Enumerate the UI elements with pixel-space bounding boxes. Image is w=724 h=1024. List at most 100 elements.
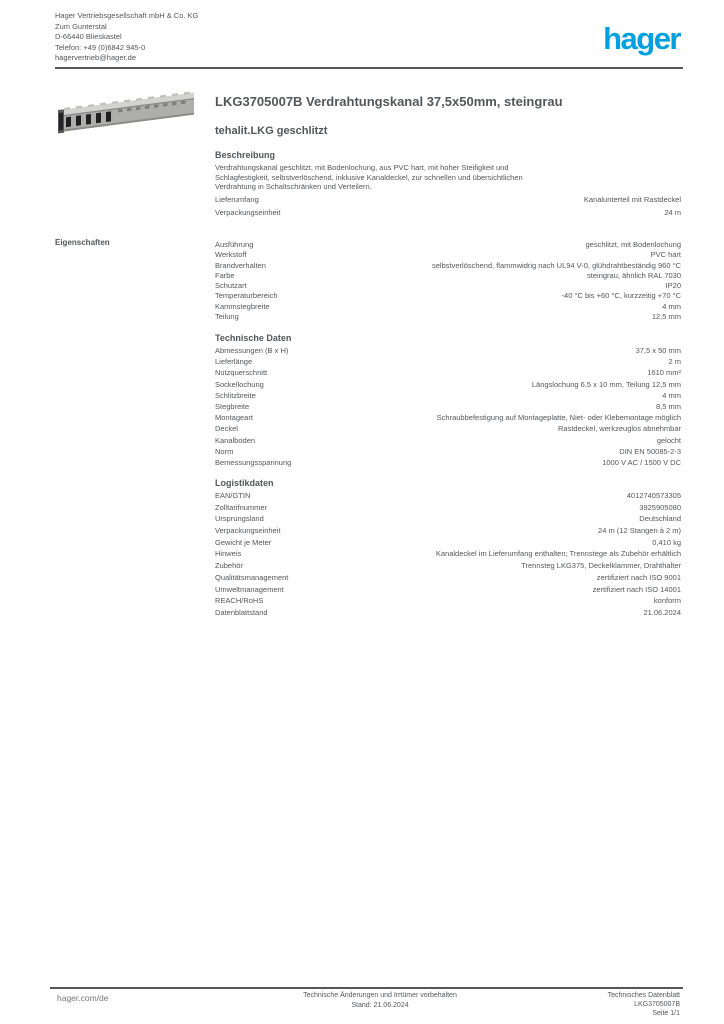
spec-row: Umweltmanagement zertifiziert nach ISO 1… bbox=[215, 585, 681, 597]
spec-value: gelocht bbox=[656, 435, 681, 445]
sidebar-category-label: Eigenschaften bbox=[55, 238, 110, 247]
spec-row: Teilung 12,5 mm bbox=[215, 312, 681, 322]
spec-row: Zubehör Trennsteg LKG375, Deckelklammer,… bbox=[215, 561, 681, 573]
footer-website-link[interactable]: hager.com/de bbox=[57, 993, 109, 1003]
spec-value: zertifiziert nach ISO 9001 bbox=[596, 572, 681, 582]
spec-value: 24 m bbox=[664, 207, 681, 217]
spec-row: EAN/GTIN 4012740573305 bbox=[215, 491, 681, 503]
footer-notes: Technische Änderungen und Irrtümer vorbe… bbox=[240, 991, 520, 1010]
spec-row: Norm DIN EN 50085-2-3 bbox=[215, 447, 681, 458]
spec-label: Kammstegbreite bbox=[215, 301, 270, 311]
spec-row: Qualitätsmanagement zertifiziert nach IS… bbox=[215, 573, 681, 585]
spec-row: Stegbreite 8,5 mm bbox=[215, 402, 681, 413]
spec-value: 4012740573305 bbox=[626, 491, 681, 500]
spec-value: 4 mm bbox=[662, 390, 681, 400]
spec-value: Trennsteg LKG375, Deckelklammer, Drahtha… bbox=[521, 561, 681, 571]
spec-label: Qualitätsmanagement bbox=[215, 572, 289, 582]
section-description: Beschreibung Verdrahtungskanal geschlitz… bbox=[215, 150, 681, 220]
section-heading: Logistikdaten bbox=[215, 478, 274, 488]
spec-label: Abmessungen (B x H) bbox=[215, 346, 289, 355]
spec-row: Kanalboden gelocht bbox=[215, 436, 681, 447]
spec-row: Kammstegbreite 4 mm bbox=[215, 302, 681, 312]
spec-label: Lieferumfang bbox=[215, 195, 259, 205]
spec-value: Rastdeckel, werkzeuglos abnehmbar bbox=[558, 424, 681, 434]
address-line: Zum Gunterstal bbox=[55, 21, 107, 31]
spec-rows: EAN/GTIN 4012740573305 Zolltarifnummer 3… bbox=[215, 491, 681, 620]
spec-value: geschlitzt, mit Bodenlochung bbox=[585, 240, 681, 249]
spec-value: zertifiziert nach ISO 14001 bbox=[592, 584, 681, 594]
spec-label: Datenblattstand bbox=[215, 607, 268, 617]
spec-label: Verpackungseinheit bbox=[215, 526, 281, 536]
product-series: tehalit.LKG geschlitzt bbox=[215, 125, 328, 137]
spec-label: Norm bbox=[215, 446, 234, 456]
spec-label: Ausführung bbox=[215, 240, 254, 249]
spec-label: Sockellochung bbox=[215, 379, 264, 389]
spec-value: DIN EN 50085-2-3 bbox=[619, 446, 681, 456]
section-logistics-data: Logistikdaten EAN/GTIN 4012740573305 Zol… bbox=[215, 478, 681, 620]
paragraph-line: Schlagfestigkeit, selbstverlöschend, ink… bbox=[215, 172, 523, 182]
footer-note-line: Stand: 21.06.2024 bbox=[351, 1001, 409, 1009]
spec-value: 2 m bbox=[668, 357, 681, 367]
spec-label: Schutzart bbox=[215, 281, 247, 291]
section-heading: Technische Daten bbox=[215, 333, 292, 343]
address-line: D-66440 Blieskastel bbox=[55, 32, 122, 42]
product-title: LKG3705007B Verdrahtungskanal 37,5x50mm,… bbox=[215, 94, 563, 109]
spec-label: Schlitzbreite bbox=[215, 390, 256, 400]
footer-website: hager.com/de bbox=[57, 993, 109, 1003]
spec-label: Zolltarifnummer bbox=[215, 502, 268, 512]
spec-row: Abmessungen (B x H) 37,5 x 50 mm bbox=[215, 346, 681, 357]
spec-value: 3925905080 bbox=[639, 502, 681, 512]
spec-rows: Abmessungen (B x H) 37,5 x 50 mm Lieferl… bbox=[215, 346, 681, 469]
footer-note-line: Technische Änderungen und Irrtümer vorbe… bbox=[303, 992, 457, 999]
spec-label: Zubehör bbox=[215, 561, 243, 571]
spec-value: 1610 mm² bbox=[647, 368, 681, 378]
spec-value: Schraubbefestigung auf Montageplatte, Ni… bbox=[436, 413, 681, 423]
spec-row: Ausführung geschlitzt, mit Bodenlochung bbox=[215, 240, 681, 250]
spec-value: Kanaldeckel im Lieferumfang enthalten; T… bbox=[435, 549, 681, 559]
address-line: Hager Vertriebsgesellschaft mbH & Co. KG bbox=[55, 11, 199, 20]
hager-logo: hager bbox=[603, 21, 681, 56]
spec-label: Hinweis bbox=[215, 549, 242, 559]
address-line: Telefon: +49 (0)6842 945-0 bbox=[55, 42, 146, 52]
spec-label: Deckel bbox=[215, 424, 238, 434]
spec-label: Teilung bbox=[215, 312, 239, 322]
footer-meta-line: Seite 1/1 bbox=[652, 1010, 680, 1017]
spec-value: 21.06.2024 bbox=[643, 607, 681, 617]
spec-value: Deutschland bbox=[639, 514, 681, 524]
address-line: hagervertrieb@hager.de bbox=[55, 53, 136, 63]
header-address-block: Hager Vertriebsgesellschaft mbH & Co. KG… bbox=[55, 11, 198, 64]
spec-value: 12,5 mm bbox=[651, 312, 681, 322]
spec-row: Montageart Schraubbefestigung auf Montag… bbox=[215, 413, 681, 424]
spec-row: Schutzart IP20 bbox=[215, 281, 681, 291]
spec-row: Deckel Rastdeckel, werkzeuglos abnehmbar bbox=[215, 424, 681, 435]
spec-label: REACH/RoHS bbox=[215, 596, 264, 606]
section-heading: Beschreibung bbox=[215, 150, 276, 160]
spec-row: Nutzquerschnitt 1610 mm² bbox=[215, 368, 681, 379]
spec-label: Lieferlänge bbox=[215, 357, 253, 367]
spec-row: Zolltarifnummer 3925905080 bbox=[215, 503, 681, 515]
spec-row: Verpackungseinheit 24 m bbox=[215, 208, 681, 221]
spec-value: 1000 V AC / 1500 V DC bbox=[602, 457, 681, 467]
product-photo bbox=[58, 91, 194, 134]
spec-row: Bemessungsspannung 1000 V AC / 1500 V DC bbox=[215, 458, 681, 469]
spec-label: Umweltmanagement bbox=[215, 584, 284, 594]
spec-label: Brandverhalten bbox=[215, 260, 266, 270]
spec-row: Hinweis Kanaldeckel im Lieferumfang enth… bbox=[215, 549, 681, 561]
spec-rows: Ausführung geschlitzt, mit Bodenlochung … bbox=[215, 240, 681, 322]
spec-value: konform bbox=[653, 596, 681, 606]
spec-row: REACH/RoHS konform bbox=[215, 596, 681, 608]
spec-rows: Lieferumfang Kanalunterteil mit Rastdeck… bbox=[215, 195, 681, 220]
spec-label: Werkstoff bbox=[215, 250, 247, 260]
spec-value: Kanalunterteil mit Rastdeckel bbox=[583, 195, 681, 205]
section-properties: Ausführung geschlitzt, mit Bodenlochung … bbox=[215, 238, 681, 322]
spec-row: Lieferumfang Kanalunterteil mit Rastdeck… bbox=[215, 195, 681, 208]
spec-value: IP20 bbox=[665, 281, 681, 291]
spec-label: Farbe bbox=[215, 270, 235, 280]
description-paragraph: Verdrahtungskanal geschlitzt, mit Bodenl… bbox=[215, 163, 681, 192]
spec-row: Gewicht je Meter 0,410 kg bbox=[215, 538, 681, 550]
spec-row: Lieferlänge 2 m bbox=[215, 357, 681, 368]
spec-row: Sockellochung Längslochung 6,5 x 10 mm, … bbox=[215, 380, 681, 391]
spec-row: Ursprungsland Deutschland bbox=[215, 514, 681, 526]
spec-row: Farbe steingrau, ähnlich RAL 7030 bbox=[215, 271, 681, 281]
